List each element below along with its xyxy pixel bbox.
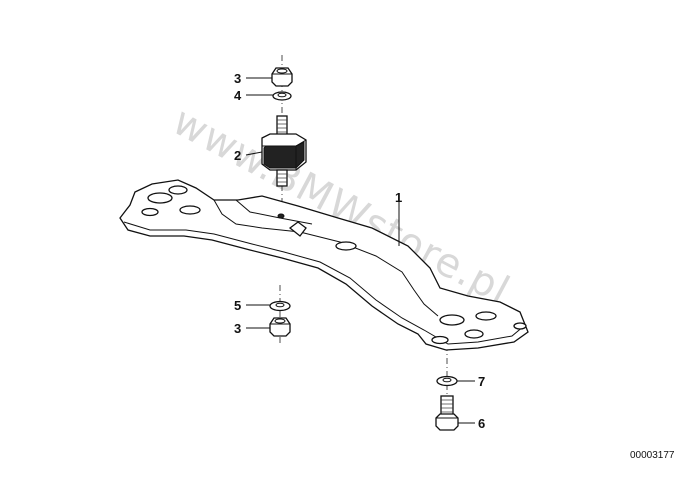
callout-6: 6 [478,416,485,431]
callout-2: 2 [234,148,241,163]
callout-3-top: 3 [234,71,241,86]
hex-bolt [435,395,459,431]
washer-bolt [436,375,458,387]
callout-3-lower: 3 [234,321,241,336]
washer-lower [269,300,291,312]
document-number: 00003177 [630,450,675,461]
callout-4: 4 [234,88,242,103]
hex-nut-lower [269,317,291,337]
rubber-mount [261,115,307,187]
crossmember [119,179,529,351]
callout-7: 7 [478,374,485,389]
washer-top [272,91,292,101]
callout-5: 5 [234,298,241,313]
hex-nut-top [271,67,293,87]
callout-1: 1 [395,190,402,205]
leader-2 [245,151,263,156]
